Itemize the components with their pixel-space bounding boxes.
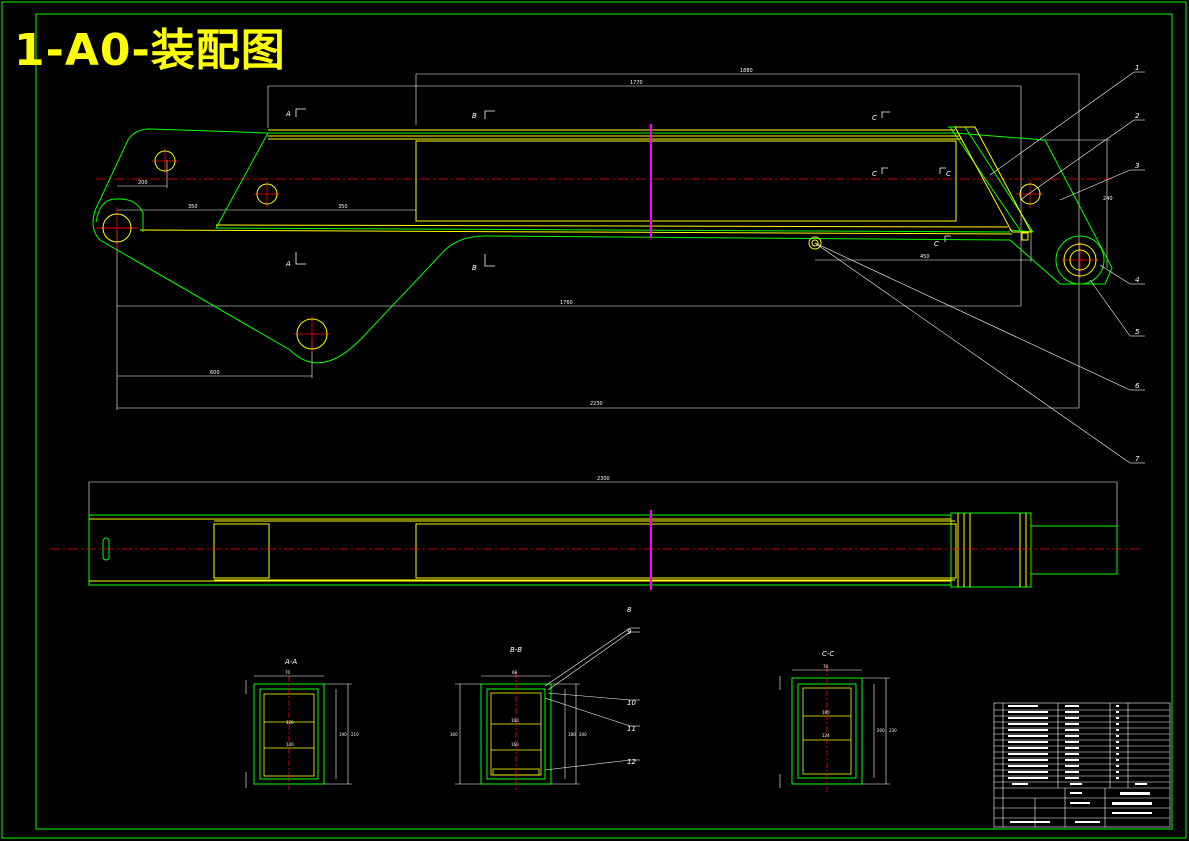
callout-10: 10 — [627, 699, 636, 707]
callout-9: 9 — [627, 628, 632, 636]
title-block-fill — [1008, 705, 1152, 823]
callout-3: 3 — [1135, 162, 1139, 170]
callout-8: 8 — [627, 606, 632, 614]
section-c-c-label: C-C — [822, 650, 834, 658]
callout-11: 11 — [627, 725, 636, 733]
svg-text:200: 200 — [138, 180, 148, 186]
section-marker-c-2: C — [872, 170, 877, 178]
section-a-a-label: A-A — [284, 658, 297, 666]
svg-text:180: 180 — [822, 710, 830, 715]
svg-text:2300: 2300 — [597, 476, 610, 482]
section-marker-b-bottom: B — [472, 264, 477, 272]
callout-4: 4 — [1135, 276, 1139, 284]
svg-text:210: 210 — [351, 732, 359, 737]
section-marker-b-top: B — [472, 112, 477, 120]
inner-frame — [35, 13, 1173, 830]
callout-7: 7 — [1135, 455, 1140, 463]
svg-text:1770: 1770 — [630, 80, 643, 86]
section-marker-a-bottom: A — [285, 260, 291, 268]
svg-text:124: 124 — [822, 733, 830, 738]
svg-text:180: 180 — [568, 732, 576, 737]
section-b-b-label: B-B — [510, 646, 522, 654]
top-view: 2300 — [50, 476, 1140, 590]
section-a-a: A-A 70 210 190 120 140 — [245, 658, 359, 792]
svg-text:70: 70 — [285, 670, 291, 675]
svg-text:600: 600 — [210, 370, 220, 376]
callout-6: 6 — [1135, 382, 1140, 390]
svg-text:100: 100 — [511, 718, 519, 723]
svg-text:120: 120 — [286, 720, 294, 725]
front-view: 1880 1770 1760 2230 600 200 350 350 450 … — [92, 64, 1145, 464]
drawing-title: 1-A0-装配图 — [14, 25, 286, 76]
section-marker-c-4: C — [934, 240, 939, 248]
svg-text:450: 450 — [920, 254, 930, 260]
svg-text:70: 70 — [823, 664, 829, 669]
title-block — [993, 702, 1171, 828]
svg-text:1880: 1880 — [740, 68, 753, 74]
svg-text:200: 200 — [877, 728, 885, 733]
svg-text:200: 200 — [579, 732, 587, 737]
svg-text:1760: 1760 — [560, 300, 573, 306]
svg-text:350: 350 — [188, 204, 198, 210]
callout-12: 12 — [627, 758, 636, 766]
section-marker-c-1: C — [872, 114, 877, 122]
callout-2: 2 — [1135, 112, 1140, 120]
svg-text:160: 160 — [511, 742, 519, 747]
svg-text:2230: 2230 — [590, 401, 603, 407]
section-b-b: B-B 68 300 — [450, 606, 640, 792]
svg-text:190: 190 — [339, 732, 347, 737]
svg-text:230: 230 — [889, 728, 897, 733]
svg-text:140: 140 — [286, 742, 294, 747]
svg-text:300: 300 — [450, 732, 458, 737]
svg-text:68: 68 — [512, 670, 518, 675]
section-marker-c-3: C — [946, 170, 951, 178]
svg-text:350: 350 — [338, 204, 348, 210]
svg-text:240: 240 — [1103, 196, 1113, 202]
section-c-c: C-C 70 230 200 180 124 — [779, 650, 897, 794]
callout-1: 1 — [1135, 64, 1139, 72]
section-marker-a-top: A — [285, 110, 291, 118]
callout-5: 5 — [1135, 328, 1140, 336]
